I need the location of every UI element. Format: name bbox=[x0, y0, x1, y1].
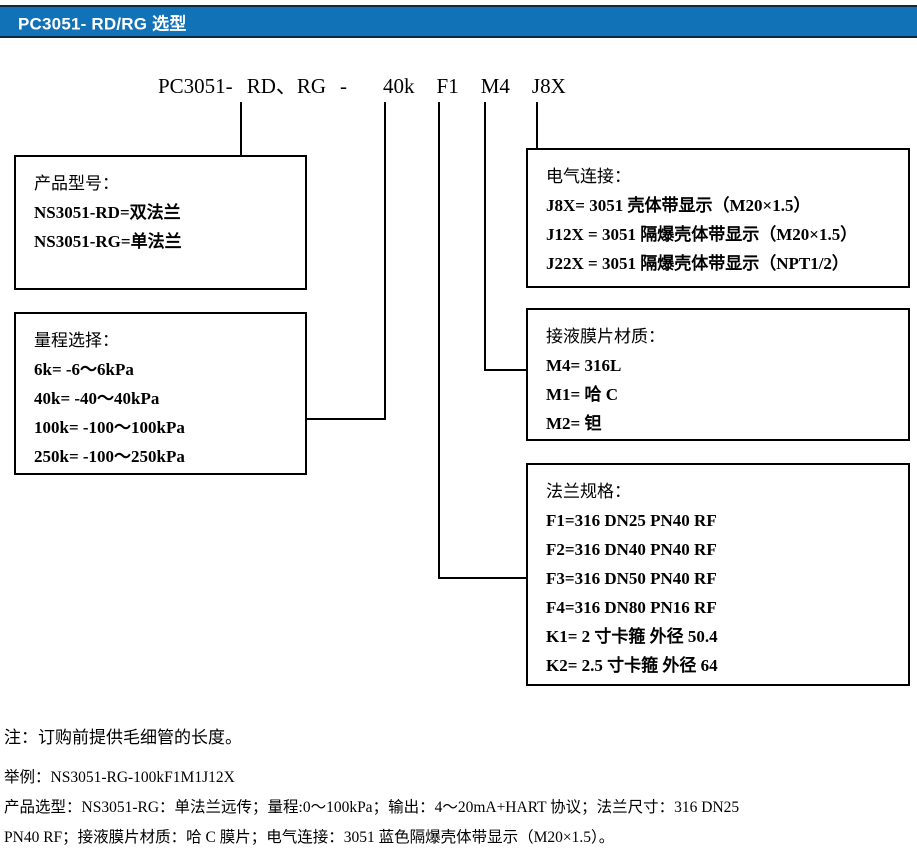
box-item-product-1: NS3051-RG=单法兰 bbox=[34, 232, 182, 251]
box-item-electric-2: J22X = 3051 隔爆壳体带显示（NPT1/2） bbox=[546, 254, 849, 273]
note-selection-line-2: PN40 RF；接液膜片材质：哈 C 膜片；电气连接：3051 蓝色隔爆壳体带显… bbox=[4, 829, 615, 846]
box-title-range: 量程选择： bbox=[34, 331, 119, 350]
box-item-range-2: 100k= -100～100kPa bbox=[34, 418, 185, 437]
model-code-range: 40k bbox=[383, 74, 415, 98]
callout-box-product-model: 产品型号： NS3051-RD=双法兰 NS3051-RG=单法兰 bbox=[14, 155, 307, 290]
note-text: 注：订购前提供毛细管的长度。 bbox=[4, 728, 242, 747]
model-code-dash: - bbox=[340, 74, 348, 98]
box-item-flange-0: F1=316 DN25 PN40 RF bbox=[546, 511, 717, 530]
box-item-flange-4: K1= 2 寸卡箍 外径 50.4 bbox=[546, 627, 718, 646]
page-title: PC3051- RD/RG 选型 bbox=[18, 14, 187, 33]
box-item-flange-3: F4=316 DN80 PN16 RF bbox=[546, 598, 717, 617]
box-item-product-0: NS3051-RD=双法兰 bbox=[34, 203, 181, 222]
note-selection-line-1: 产品选型：NS3051-RG：单法兰远传；量程:0～100kPa；输出：4～20… bbox=[4, 799, 740, 816]
box-item-membrane-2: M2= 钽 bbox=[546, 414, 602, 433]
header-bar: PC3051- RD/RG 选型 bbox=[0, 5, 917, 38]
callout-box-membrane-material: 接液膜片材质： M4= 316L M1= 哈 C M2= 钽 bbox=[526, 308, 910, 441]
box-title-flange: 法兰规格： bbox=[546, 482, 631, 501]
model-code-flange: F1 bbox=[436, 74, 459, 98]
box-title-membrane: 接液膜片材质： bbox=[546, 327, 665, 346]
model-code-prefix: PC3051- bbox=[158, 74, 233, 98]
box-title-electric: 电气连接： bbox=[546, 167, 631, 186]
note-example-label: 举例：NS3051-RG-100kF1M1J12X bbox=[4, 769, 235, 786]
footer-notes: 注：订购前提供毛细管的长度。 举例：NS3051-RG-100kF1M1J12X… bbox=[4, 722, 917, 853]
box-item-flange-2: F3=316 DN50 PN40 RF bbox=[546, 569, 717, 588]
callout-box-flange-specification: 法兰规格： F1=316 DN25 PN40 RF F2=316 DN40 PN… bbox=[526, 463, 910, 686]
model-code-line: PC3051- RD、RG- 40k F1 M4 J8X bbox=[158, 70, 566, 100]
box-item-membrane-0: M4= 316L bbox=[546, 356, 622, 375]
model-code-electric: J8X bbox=[531, 74, 566, 98]
box-item-membrane-1: M1= 哈 C bbox=[546, 385, 619, 404]
connector-flange bbox=[438, 102, 526, 579]
box-title-product: 产品型号： bbox=[34, 174, 119, 193]
connector-membrane bbox=[484, 102, 526, 371]
box-item-flange-5: K2= 2.5 寸卡箍 外径 64 bbox=[546, 656, 718, 675]
model-code-variants: RD、RG bbox=[246, 74, 327, 98]
callout-box-electrical-connection: 电气连接： J8X= 3051 壳体带显示（M20×1.5） J12X = 30… bbox=[526, 148, 910, 288]
box-item-electric-1: J12X = 3051 隔爆壳体带显示（M20×1.5） bbox=[546, 225, 858, 244]
model-code-membrane: M4 bbox=[480, 74, 510, 98]
box-item-range-1: 40k= -40～40kPa bbox=[34, 389, 160, 408]
box-item-range-0: 6k= -6～6kPa bbox=[34, 360, 134, 379]
box-item-electric-0: J8X= 3051 壳体带显示（M20×1.5） bbox=[546, 196, 811, 215]
box-item-range-3: 250k= -100～250kPa bbox=[34, 447, 185, 466]
box-item-flange-1: F2=316 DN40 PN40 RF bbox=[546, 540, 717, 559]
connector-range bbox=[307, 102, 386, 420]
callout-box-range-selection: 量程选择： 6k= -6～6kPa 40k= -40～40kPa 100k= -… bbox=[14, 312, 307, 475]
